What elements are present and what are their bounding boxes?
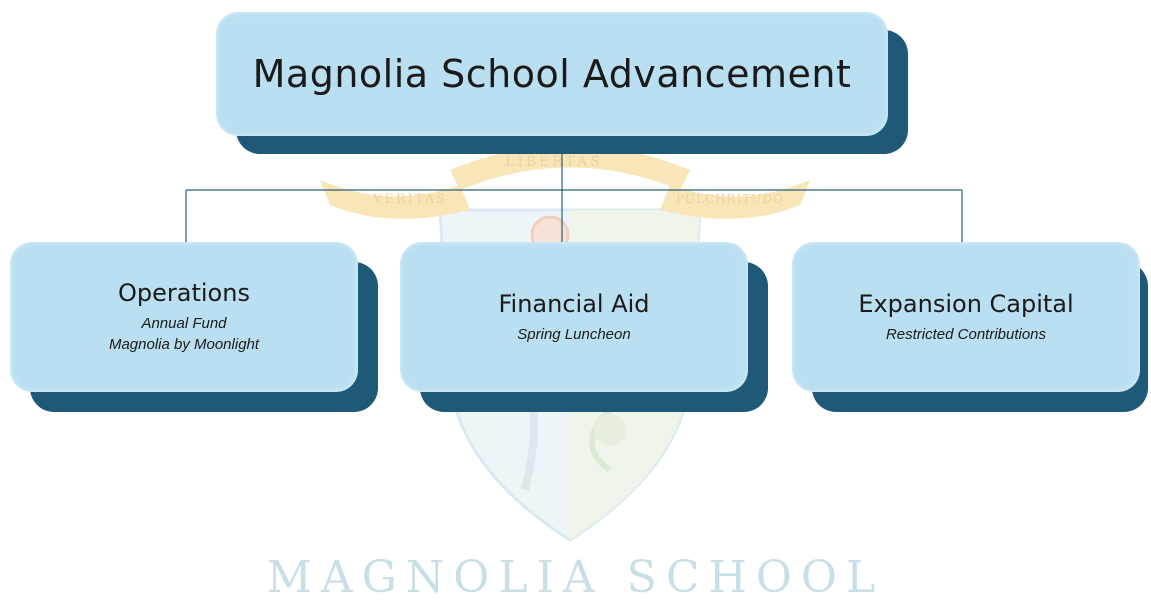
root-title: Magnolia School Advancement bbox=[252, 52, 852, 96]
operations-item: Annual Fund bbox=[141, 315, 227, 332]
root-node: Magnolia School Advancement bbox=[216, 12, 888, 136]
ribbon-right bbox=[660, 180, 810, 219]
motto-right: PULCHRITUDO bbox=[676, 192, 784, 206]
financial-aid-node: Financial Aid Spring Luncheon bbox=[400, 242, 748, 392]
financial-aid-title: Financial Aid bbox=[498, 289, 650, 318]
ribbon-left bbox=[320, 180, 470, 219]
motto-left: VERITAS bbox=[372, 192, 447, 207]
school-name-watermark: MAGNOLIA SCHOOL bbox=[266, 552, 885, 603]
operations-title: Operations bbox=[118, 279, 250, 307]
crest-flower bbox=[594, 414, 626, 446]
financial-aid-item: Spring Luncheon bbox=[517, 325, 631, 343]
operations-item: Magnolia by Moonlight bbox=[108, 336, 260, 353]
operations-node: Operations Annual Fund Magnolia by Moonl… bbox=[10, 242, 358, 392]
expansion-capital-node: Expansion Capital Restricted Contributio… bbox=[792, 242, 1140, 392]
expansion-capital-item: Restricted Contributions bbox=[885, 325, 1047, 343]
motto-center: LIBERTAS bbox=[505, 154, 603, 170]
expansion-capital-title: Expansion Capital bbox=[858, 289, 1074, 318]
ribbon-center bbox=[450, 145, 690, 190]
